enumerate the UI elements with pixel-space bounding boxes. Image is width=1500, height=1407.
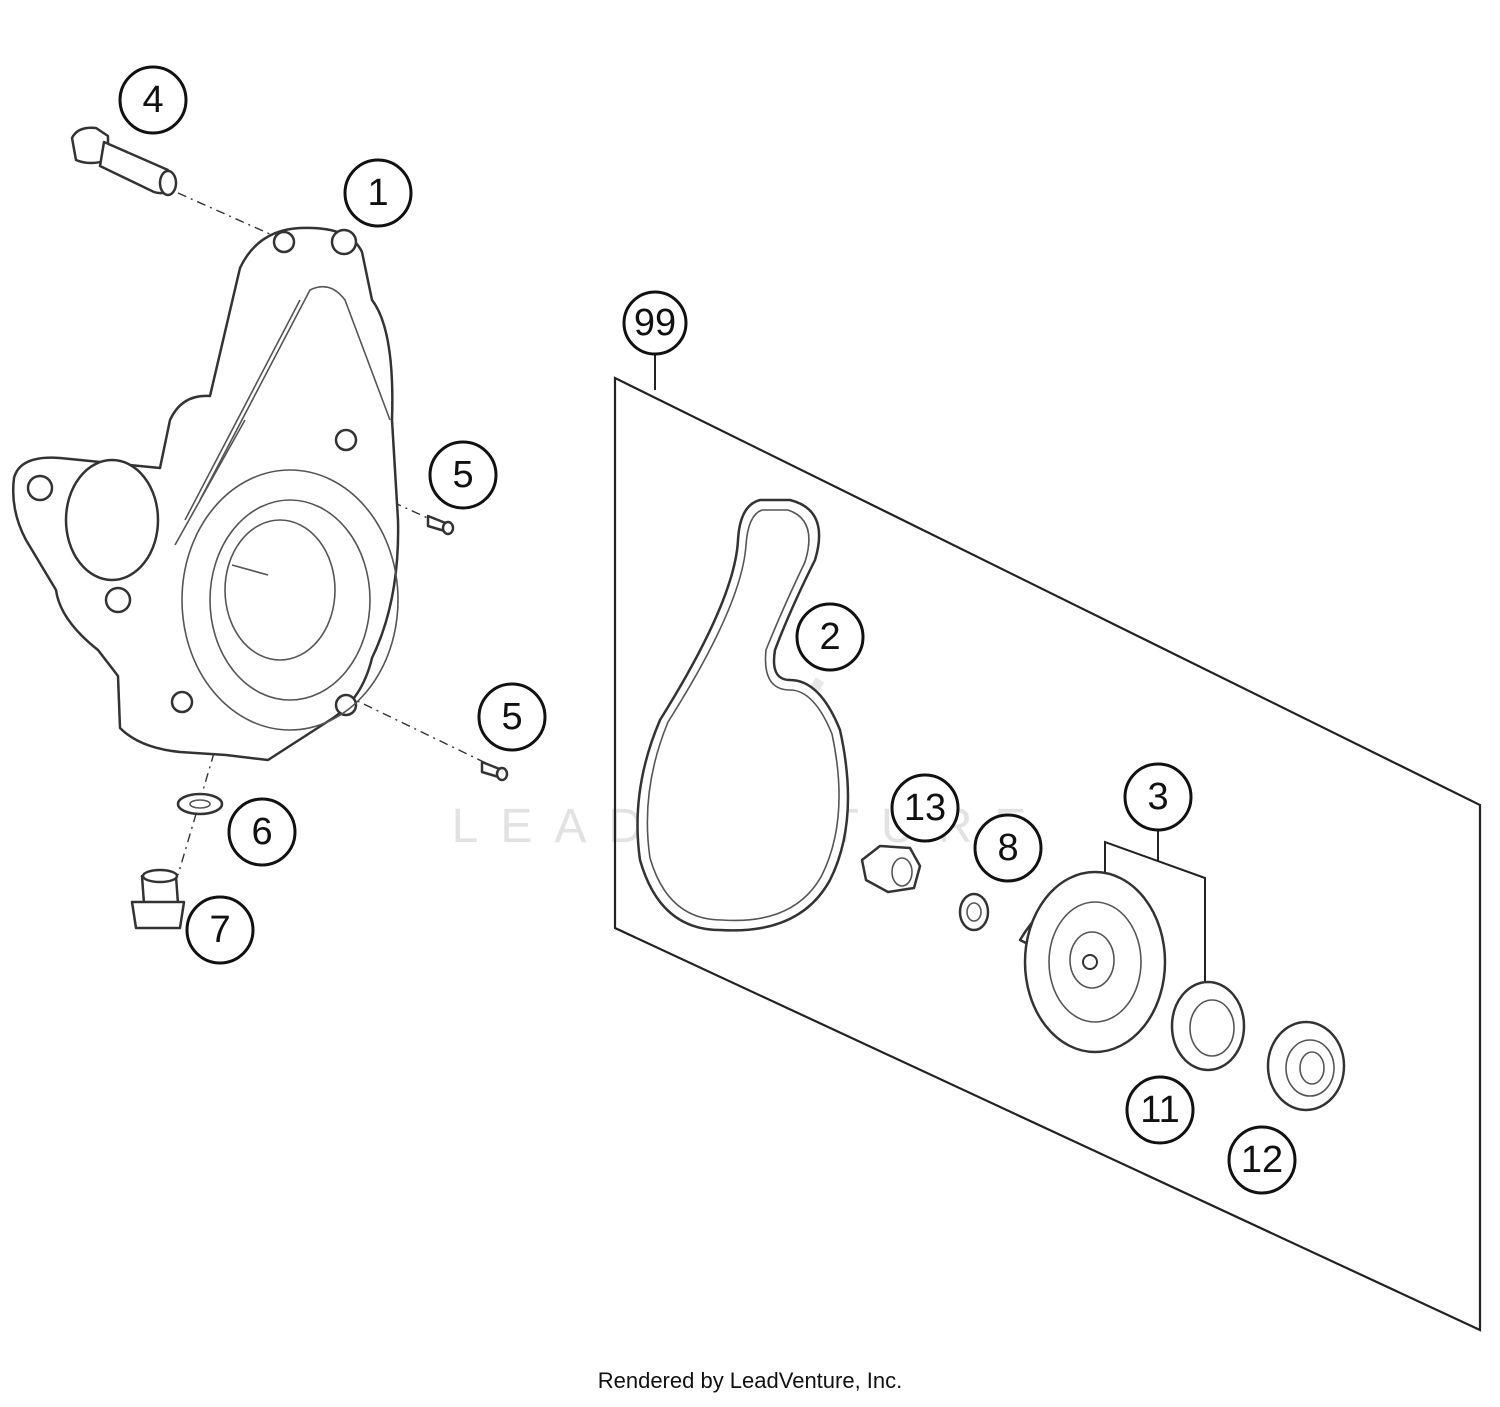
part-impeller [1018,870,1167,1054]
callout-7-label: 7 [209,909,230,951]
callout-7: 7 [185,895,255,965]
part-dowel-pin-upper [426,514,455,536]
part-dowel-pin-lower [480,760,509,782]
callout-8-label: 8 [997,827,1018,869]
kit-frame [613,376,1482,1332]
callout-5-lower-label: 5 [501,696,522,738]
callout-5-upper: 5 [428,440,498,510]
callout-4: 4 [118,65,188,135]
callout-5-upper-label: 5 [452,454,473,496]
callout-13: 13 [890,773,960,843]
callout-2-label: 2 [819,616,840,658]
callout-1: 1 [343,158,413,228]
callout-5-lower: 5 [477,682,547,752]
callout-3-label: 3 [1147,776,1168,818]
callout-11-label: 11 [1140,1089,1179,1131]
callout-3: 3 [1123,762,1193,832]
part-gasket [636,498,850,932]
callout-12-label: 12 [1241,1139,1283,1181]
part-bolt [70,126,178,197]
part-nut [860,844,922,894]
callout-1-label: 1 [367,172,388,214]
callout-11: 11 [1125,1075,1195,1145]
part-drain-plug [130,868,186,930]
callout-6-label: 6 [251,811,272,853]
part-washer-small [958,892,990,932]
part-washer [176,792,224,816]
callout-8: 8 [973,813,1043,883]
callout-6: 6 [227,797,297,867]
callout-2: 2 [795,602,865,672]
rendered-by-credit: Rendered by LeadVenture, Inc. [597,1368,903,1393]
part-pump-housing [11,226,400,762]
callout-12: 12 [1227,1125,1297,1195]
part-bearing-seal [1266,1020,1346,1112]
callout-99: 99 [622,290,688,356]
callout-99-label: 99 [634,302,676,344]
callout-13-label: 13 [904,787,946,829]
callout-4-label: 4 [142,79,163,121]
part-shaft-seal [1170,980,1246,1072]
